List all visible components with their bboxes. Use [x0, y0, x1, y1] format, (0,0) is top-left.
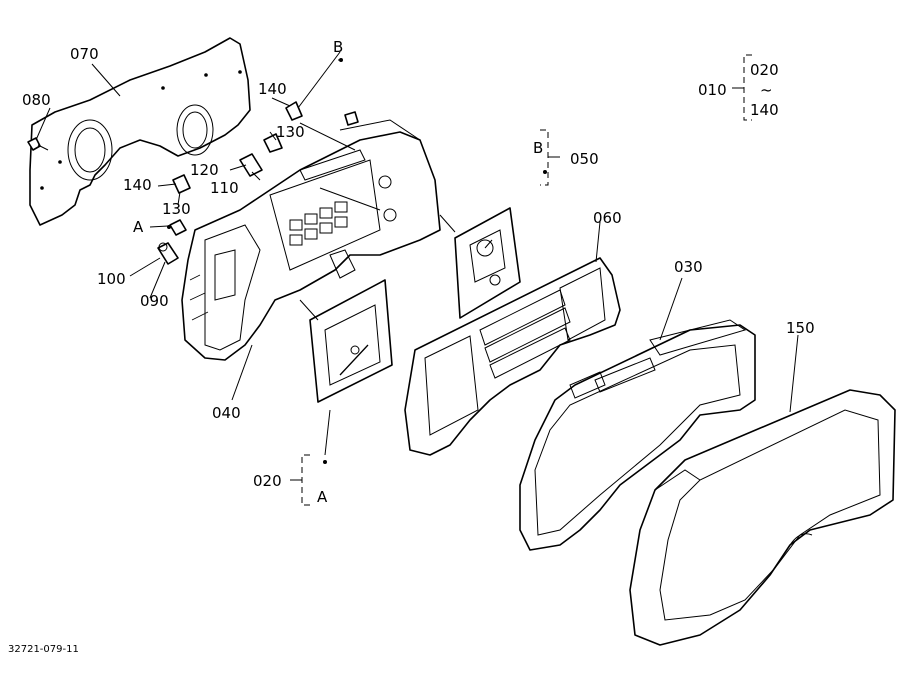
part-070-back-plate	[29, 37, 251, 226]
label-100: 100	[97, 270, 126, 288]
part-120-socket	[239, 153, 263, 177]
label-140-lower: 140	[123, 176, 152, 194]
label-050: 050	[570, 150, 599, 168]
label-ref-a-bracket: A	[317, 488, 328, 506]
label-130-lower: 130	[162, 200, 191, 218]
label-range-end: 140	[750, 101, 779, 119]
label-060: 060	[593, 209, 622, 227]
label-ref-b-bracket: B	[533, 139, 543, 157]
label-040: 040	[212, 404, 241, 422]
part-080-screw	[27, 137, 49, 151]
ref-b-dot	[339, 58, 343, 62]
ref-a-dot	[167, 225, 171, 229]
label-range-tilde: ~	[760, 81, 773, 99]
label-010: 010	[698, 81, 727, 99]
label-ref-b-upper: B	[333, 38, 343, 56]
label-070: 070	[70, 45, 99, 63]
label-ref-a-upper: A	[133, 218, 144, 236]
part-020-tachometer	[309, 279, 393, 403]
label-150: 150	[786, 319, 815, 337]
part-090-100-bulb-socket	[157, 242, 179, 265]
label-080: 080	[22, 91, 51, 109]
part-130-bulb-lower	[169, 219, 187, 236]
part-140-bulb-upper	[285, 101, 303, 121]
label-030: 030	[674, 258, 703, 276]
bracket-050	[540, 129, 560, 186]
label-090: 090	[140, 292, 169, 310]
part-060-frame	[404, 257, 621, 456]
label-range-start: 020	[750, 61, 779, 79]
leader-lines	[35, 51, 799, 456]
part-screw-top	[344, 111, 359, 126]
label-130-upper: 130	[276, 123, 305, 141]
part-050-gauge	[454, 207, 521, 319]
ref-b-bracket-dot	[543, 170, 547, 174]
label-110: 110	[210, 179, 239, 197]
footer-code: 32721-079-11	[8, 644, 79, 655]
part-030-lens	[519, 319, 756, 551]
ref-a-bracket-dot	[323, 460, 327, 464]
part-040-meter-case	[181, 119, 441, 361]
label-020: 020	[253, 472, 282, 490]
bracket-010	[732, 54, 752, 121]
bracket-020	[290, 454, 310, 506]
part-150-bezel	[629, 389, 896, 646]
part-130-bulb-upper	[263, 133, 283, 153]
label-120: 120	[190, 161, 219, 179]
part-140-bulb-lower	[172, 174, 191, 194]
label-140-upper: 140	[258, 80, 287, 98]
